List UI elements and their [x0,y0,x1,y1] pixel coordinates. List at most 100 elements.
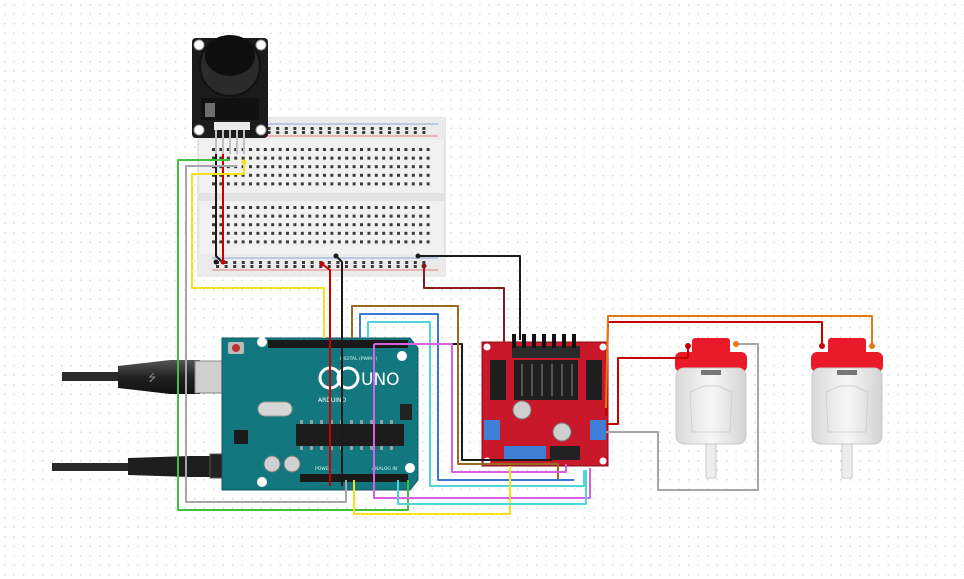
breadboard-hole [271,182,275,186]
breadboard-hole [219,206,223,209]
breadboard-hole [382,240,386,244]
breadboard-hole [337,206,341,209]
breadboard-hole [267,127,271,130]
breadboard-hole [241,240,245,244]
breadboard-hole [405,131,409,134]
breadboard-hole [284,131,288,134]
breadboard-hole [353,131,357,134]
breadboard-hole [241,156,245,160]
breadboard-hole [352,223,356,227]
breadboard-hole [382,156,386,160]
breadboard-hole [219,156,223,160]
breadboard-hole [352,206,356,209]
breadboard-hole [216,265,219,268]
breadboard-hole [360,148,363,151]
breadboard-hole [286,148,289,151]
breadboard-hole [345,231,349,235]
breadboard-hole [241,182,245,186]
breadboard-hole [219,173,223,177]
breadboard-hole [411,148,415,151]
breadboard-hole [263,173,267,177]
breadboard-hole [382,148,386,151]
breadboard-hole [263,156,267,160]
breadboard-hole [315,240,319,244]
breadboard-hole [336,127,340,130]
breadboard-hole [308,240,312,244]
breadboard-hole [263,206,267,209]
breadboard-hole [389,223,393,227]
breadboard-hole [422,131,426,134]
breadboard-hole [249,223,252,227]
breadboard-hole [319,131,323,134]
breadboard-hole [330,206,334,209]
breadboard-hole [293,265,297,268]
breadboard-hole [374,223,378,227]
breadboard-hole [360,173,363,177]
breadboard-hole [352,156,356,160]
breadboard-hole [379,265,383,268]
breadboard-hole [367,156,371,160]
breadboard-hole [293,231,297,235]
breadboard-hole [388,127,391,130]
breadboard-hole [411,156,415,160]
wire-in3 [359,313,574,481]
breadboard-hole [284,265,288,268]
breadboard-hole [367,206,371,209]
breadboard-hole [388,265,391,268]
wire-joystick-sw [191,162,325,338]
wire-motor1-a [606,348,689,425]
breadboard-hole [345,127,348,130]
breadboard-hole [411,165,415,169]
breadboard-hole [293,127,297,130]
breadboard-hole [300,182,304,186]
breadboard-hole [308,214,312,218]
breadboard-hole [336,131,340,134]
breadboard-hole [374,165,378,169]
breadboard-hole [330,165,334,169]
breadboard-hole [219,223,223,227]
breadboard-hole [263,214,267,218]
breadboard-hole [413,127,417,130]
breadboard-hole [293,173,297,177]
breadboard-hole [370,265,374,268]
breadboard-hole [404,148,408,151]
analog-in-label: ANALOG IN [372,466,397,472]
breadboard-hole [323,231,326,235]
breadboard-hole [250,265,254,268]
breadboard-hole [426,165,430,169]
breadboard-hole [308,231,312,235]
breadboard-hole [276,131,280,134]
breadboard-hole [310,127,314,130]
breadboard-hole [426,231,430,235]
breadboard-hole [367,182,371,186]
breadboard-hole [276,265,280,268]
breadboard-hole [411,173,415,177]
breadboard-hole [389,173,393,177]
breadboard-hole [249,214,252,218]
wire-joystick-vry [185,165,347,503]
breadboard-hole [219,214,223,218]
breadboard-hole [397,156,400,160]
breadboard-hole [249,182,252,186]
breadboard-hole [327,261,331,264]
breadboard-hole [256,173,260,177]
breadboard-hole [413,265,417,268]
breadboard-hole [327,131,331,134]
breadboard-hole [345,148,349,151]
breadboard-hole [413,131,417,134]
breadboard-hole [278,182,282,186]
breadboard-hole [284,261,288,264]
breadboard-hole [286,165,289,169]
breadboard-hole [234,223,238,227]
breadboard-hole [382,231,386,235]
breadboard-hole [426,182,430,186]
breadboard-hole [419,156,423,160]
breadboard-hole [370,261,374,264]
breadboard-hole [419,223,423,227]
breadboard-hole [256,156,260,160]
breadboard-hole [250,261,254,264]
breadboard-hole [263,165,267,169]
wire-motor1-b [606,343,759,491]
breadboard-hole [234,173,238,177]
breadboard-hole [259,261,262,264]
